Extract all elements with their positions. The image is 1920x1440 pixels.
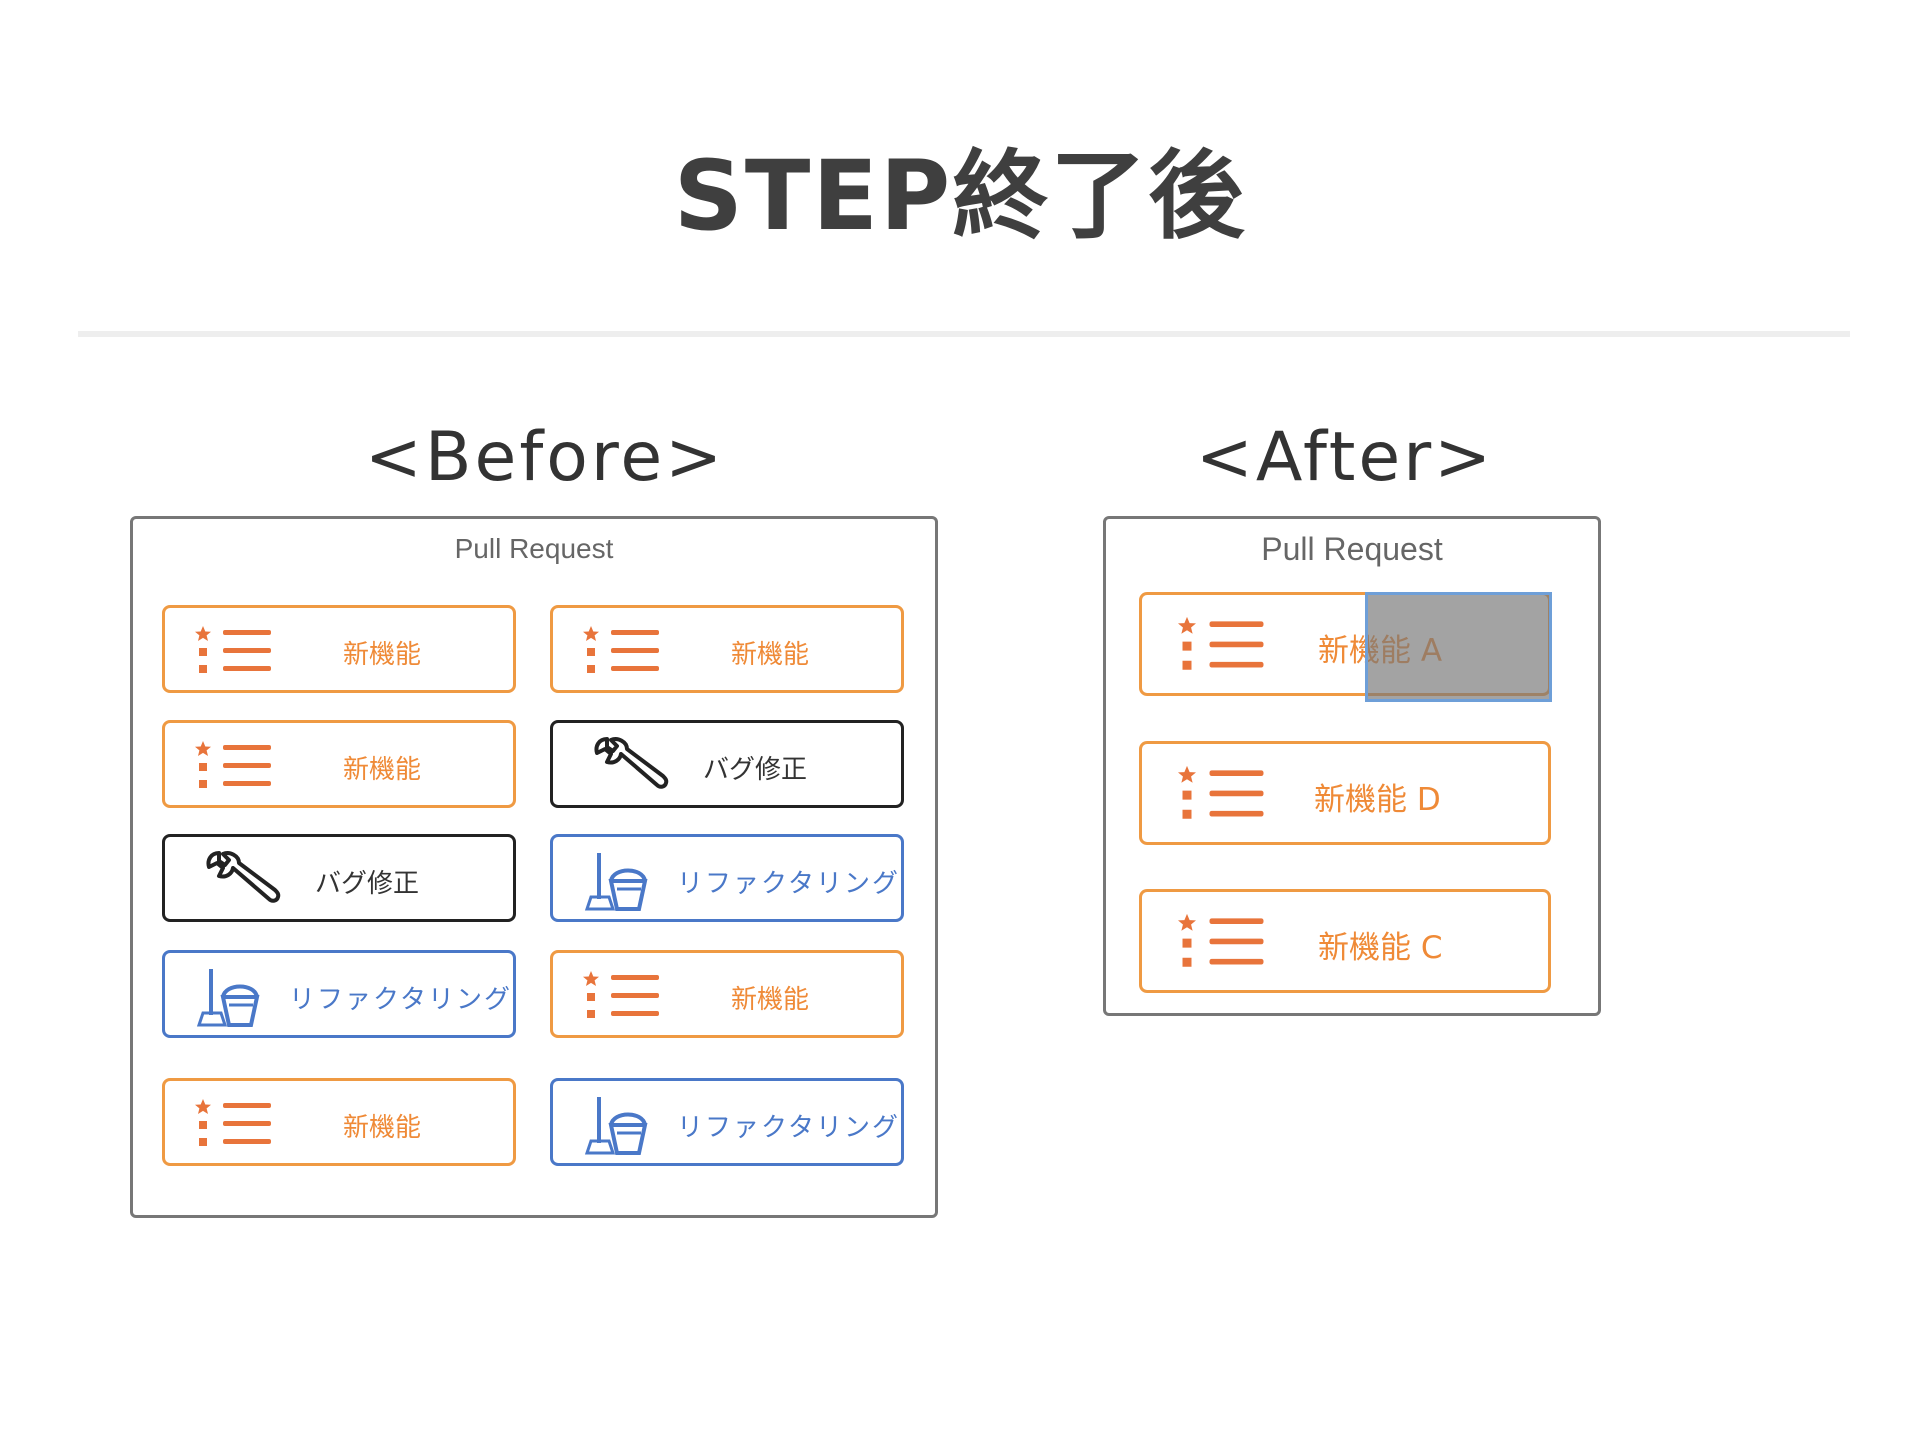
feature-card: 新機能 (162, 1078, 516, 1166)
card-label: 新機能 (731, 985, 810, 1015)
card-label: 新機能 D (1314, 782, 1441, 818)
card-label: バグ修正 (703, 755, 808, 785)
broom-bucket-icon (584, 1097, 648, 1155)
refactor-card: リファクタリング (162, 950, 516, 1038)
feature-card: 新機能 C (1139, 889, 1551, 993)
refactor-card: リファクタリング (550, 1078, 904, 1166)
star-list-icon (195, 1099, 271, 1146)
card-label: 新機能 (343, 640, 422, 670)
title-divider (78, 331, 1850, 337)
star-list-icon (195, 626, 271, 673)
card-label: バグ修正 (315, 869, 420, 899)
bug-fix-card: バグ修正 (162, 834, 516, 922)
before-pull-request-panel: Pull Request 新機能 新機能 新機能 バグ修正 (130, 516, 938, 1218)
wrench-icon (594, 737, 669, 789)
broom-bucket-icon (584, 853, 648, 911)
panel-label: Pull Request (454, 533, 614, 564)
star-list-icon (1178, 616, 1264, 670)
card-label: リファクタリング (677, 869, 900, 899)
before-heading: <Before> (364, 418, 726, 497)
bug-fix-card: バグ修正 (550, 720, 904, 808)
after-pull-request-panel: Pull Request 新機能 A 新機能 D 新機能 C (1103, 516, 1601, 1016)
card-label: リファクタリング (289, 985, 512, 1015)
after-heading: <After> (1195, 418, 1495, 497)
star-list-icon (195, 741, 271, 788)
feature-card: 新機能 (550, 950, 904, 1038)
broom-bucket-icon (196, 969, 260, 1027)
wrench-icon (206, 851, 281, 903)
star-list-icon (1178, 913, 1264, 967)
feature-card: 新機能 (162, 720, 516, 808)
feature-card: 新機能 (550, 605, 904, 693)
feature-card: 新機能 D (1139, 741, 1551, 845)
card-label: 新機能 (343, 755, 422, 785)
selection-highlight (1365, 592, 1552, 702)
panel-label: Pull Request (1261, 531, 1443, 567)
star-list-icon (583, 626, 659, 673)
card-label: 新機能 (731, 640, 810, 670)
feature-card: 新機能 (162, 605, 516, 693)
star-list-icon (1178, 765, 1264, 819)
card-label: 新機能 C (1318, 930, 1443, 966)
star-list-icon (583, 971, 659, 1018)
refactor-card: リファクタリング (550, 834, 904, 922)
slide-title: STEP終了後 (673, 140, 1247, 252)
card-label: リファクタリング (677, 1113, 900, 1143)
card-label: 新機能 (343, 1113, 422, 1143)
